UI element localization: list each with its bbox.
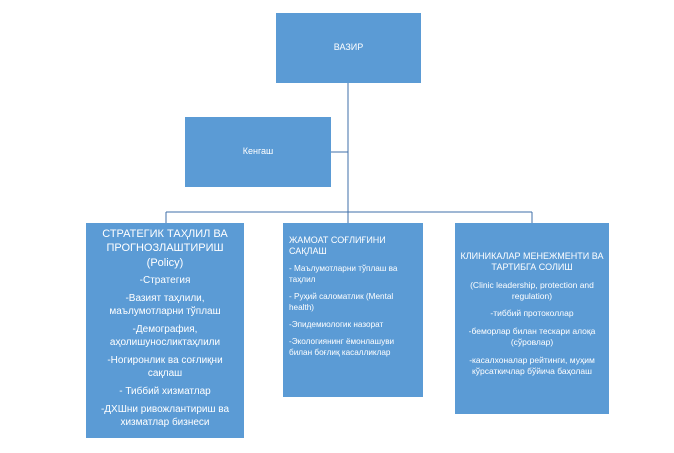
strategic-item: -Демография, аҳолишуносликтаҳлили: [109, 323, 221, 348]
strategic-analysis-box: СТРАТЕГИК ТАҲЛИЛ ВА ПРОГНОЗЛАШТИРИШ (Pol…: [86, 223, 244, 438]
council-box: Кенгаш: [185, 117, 331, 187]
public-health-item: -Эпидемиологик назорат: [289, 319, 384, 329]
strategic-analysis-title: СТРАТЕГИК ТАҲЛИЛ ВА ПРОГНОЗЛАШТИРИШ (Pol…: [102, 228, 228, 269]
strategic-item: -ДХШни ривожлантириш ва хизматлар бизнес…: [100, 403, 230, 428]
clinic-management-title: КЛИНИКАЛАР МЕНЕЖМЕНТИ ВА ТАРТИБГА СОЛИШ: [460, 251, 604, 273]
strategic-item: - Тиббий хизматлар: [119, 385, 211, 397]
clinic-management-item: -тиббий протоколлар: [490, 308, 574, 319]
public-health-title: ЖАМОАТ СОҒЛИҒИНИ САҚЛАШ: [289, 235, 386, 257]
public-health-box: ЖАМОАТ СОҒЛИҒИНИ САҚЛАШ - Маълумотларни …: [283, 223, 423, 397]
strategic-item: -Стратегия: [139, 274, 191, 286]
public-health-item: -Экологиянинг ёмонлашуви билан боғлиқ ка…: [289, 336, 395, 357]
minister-title: ВАЗИР: [333, 42, 364, 53]
minister-box: ВАЗИР: [276, 13, 421, 83]
public-health-item: - Маълумотларни тўплаш ва таҳлил: [289, 263, 398, 284]
clinic-management-box: КЛИНИКАЛАР МЕНЕЖМЕНТИ ВА ТАРТИБГА СОЛИШ …: [455, 223, 609, 414]
strategic-item: -Ногиронлик ва соғлиқни сақлаш: [107, 354, 223, 379]
public-health-item: - Руҳий саломатлик (Mental health): [289, 291, 394, 312]
clinic-management-item: -касалхоналар рейтинги, муҳим кўрсаткичл…: [469, 354, 595, 377]
clinic-management-item: (Clinic leadership, protection and regul…: [470, 279, 594, 301]
council-title: Кенгаш: [242, 146, 274, 157]
strategic-item: -Вазият таҳлили, маълумотларни тўплаш: [109, 292, 221, 317]
clinic-management-item: -беморлар билан тескари алоқа (сўровлар): [468, 325, 596, 348]
